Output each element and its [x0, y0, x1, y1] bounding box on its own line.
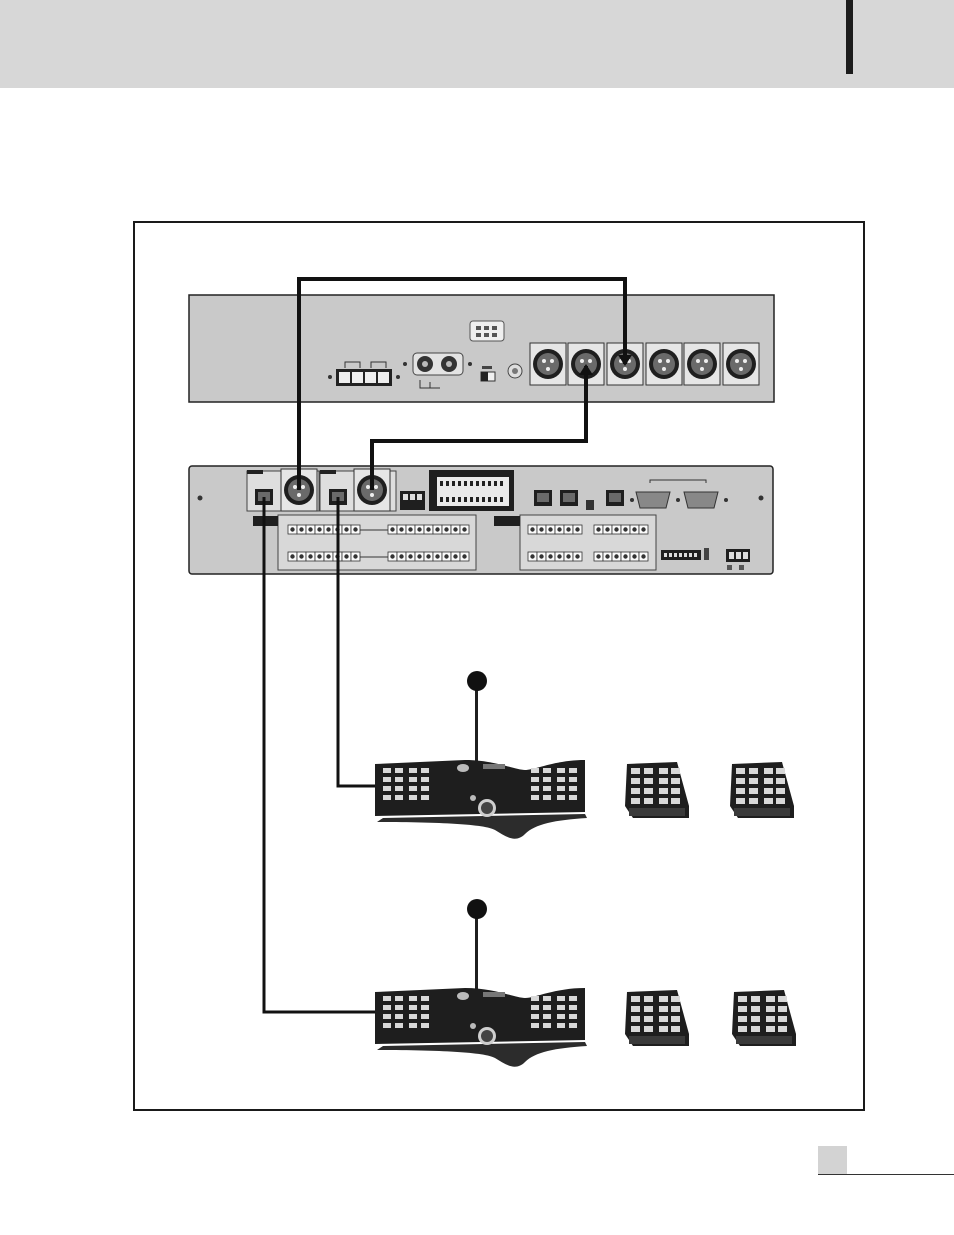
processor-port-group-2: [320, 469, 396, 511]
extension-unit-2a: [625, 990, 689, 1046]
chairman-unit-2: [375, 899, 587, 1067]
amp-xlr-6: [723, 343, 759, 385]
processor-small-block: [400, 491, 425, 510]
chairman-unit-1: [375, 671, 587, 839]
extension-unit-2b: [732, 990, 796, 1046]
footer-rule: [818, 1174, 954, 1175]
processor-terminal-bank-left: [253, 515, 476, 570]
amp-xlr-4: [646, 343, 682, 385]
processor-port-group-1: [247, 469, 319, 511]
amp-knob: [508, 364, 522, 378]
processor-dsub-connector: [429, 470, 514, 511]
page-number-tab: [818, 1146, 847, 1174]
amp-fan-vent: [470, 321, 504, 341]
amp-xlr-5: [684, 343, 720, 385]
conference-processor-rear-panel: [189, 466, 773, 574]
amp-xlr-1: [530, 343, 566, 385]
extension-unit-1a: [625, 762, 689, 818]
extension-unit-1b: [730, 762, 794, 818]
amplifier-rear-panel: [189, 295, 774, 402]
